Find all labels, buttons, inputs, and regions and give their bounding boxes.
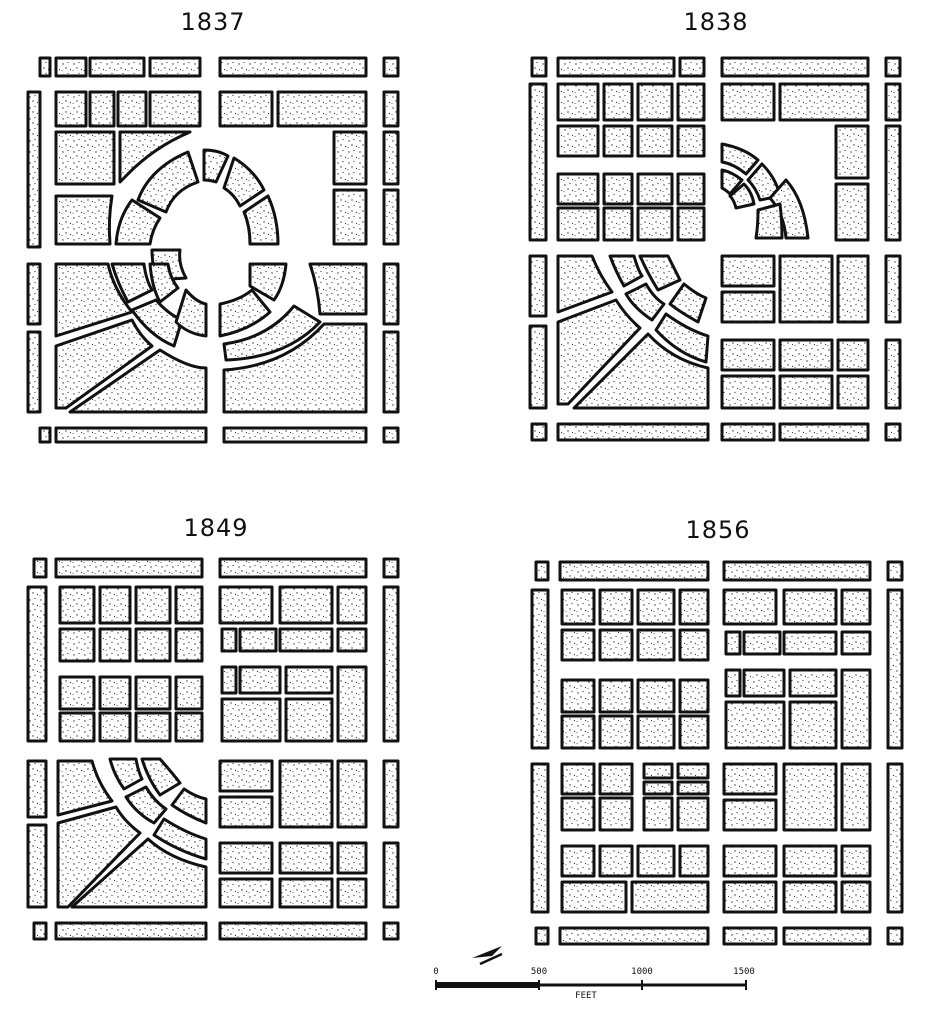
scale-tick-1000: 1000 xyxy=(631,967,653,977)
scale-tick-0: 0 xyxy=(433,967,439,977)
north-arrow-icon xyxy=(472,946,503,966)
panel-title-1838: 1838 xyxy=(683,8,749,36)
scale-unit-label: FEET xyxy=(575,991,597,1001)
scale-tick-1500: 1500 xyxy=(733,967,755,977)
scale-bar-graphic xyxy=(435,980,747,990)
map-panel-1856 xyxy=(530,560,904,946)
map-panel-1837 xyxy=(26,56,400,444)
map-panel-1849 xyxy=(26,557,400,941)
panel-title-1856: 1856 xyxy=(685,516,751,544)
panel-title-1837: 1837 xyxy=(180,8,246,36)
scale-tick-500: 500 xyxy=(530,967,548,977)
map-panel-1838 xyxy=(528,56,902,442)
panel-title-1849: 1849 xyxy=(183,514,249,542)
